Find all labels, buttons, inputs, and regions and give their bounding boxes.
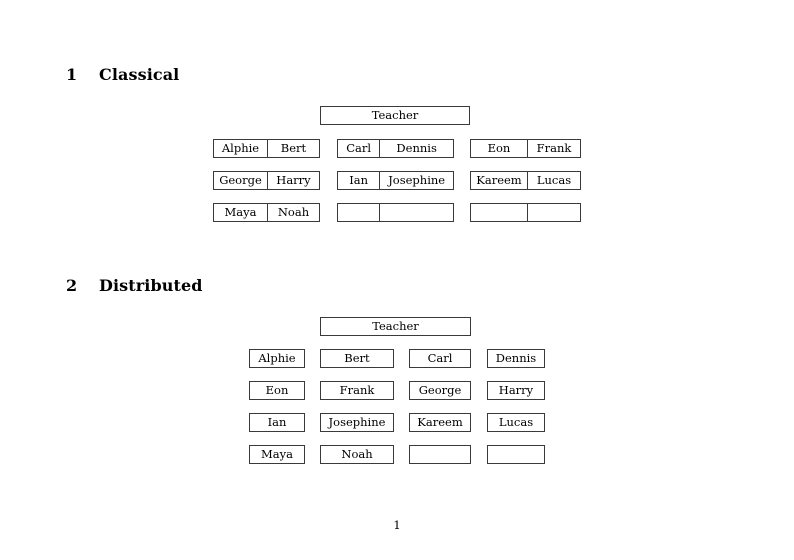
teacher-box-classical[interactable]: Teacher xyxy=(320,106,470,125)
classical-cell[interactable]: Josephine xyxy=(379,172,453,189)
classical-cell-empty[interactable] xyxy=(379,204,453,221)
distributed-box[interactable]: Noah xyxy=(320,445,394,464)
distributed-box[interactable]: Lucas xyxy=(487,413,545,432)
classical-group-2-row-2[interactable]: Ian Josephine xyxy=(337,171,454,190)
distributed-box[interactable]: Eon xyxy=(249,381,305,400)
classical-cell[interactable]: Noah xyxy=(266,204,319,221)
distributed-box[interactable]: Harry xyxy=(487,381,545,400)
distributed-box[interactable]: Frank xyxy=(320,381,394,400)
section-heading-classical: 1 Classical xyxy=(66,65,179,84)
section-heading-distributed: 2 Distributed xyxy=(66,276,203,295)
classical-cell[interactable]: George xyxy=(219,173,262,187)
distributed-box[interactable]: Ian xyxy=(249,413,305,432)
classical-cell[interactable]: Carl xyxy=(346,141,372,155)
section-title: Distributed xyxy=(99,276,203,295)
classical-cell-empty[interactable] xyxy=(471,204,527,221)
classical-cell[interactable]: Eon xyxy=(487,141,511,155)
classical-group-2-row-1[interactable]: Carl Dennis xyxy=(337,139,454,158)
distributed-box[interactable]: Maya xyxy=(249,445,305,464)
classical-cell[interactable]: Dennis xyxy=(379,140,453,157)
classical-cell-empty[interactable] xyxy=(338,204,379,221)
distributed-box[interactable]: Josephine xyxy=(320,413,394,432)
section-number: 2 xyxy=(66,276,78,295)
section-number: 1 xyxy=(66,65,78,84)
classical-cell[interactable]: Harry xyxy=(266,172,319,189)
classical-group-1-row-2[interactable]: George Harry xyxy=(213,171,320,190)
classical-cell[interactable]: Lucas xyxy=(526,172,580,189)
classical-cell-empty[interactable] xyxy=(526,204,580,221)
distributed-box[interactable]: Kareem xyxy=(409,413,471,432)
teacher-box-distributed[interactable]: Teacher xyxy=(320,317,471,336)
classical-group-1-row-1[interactable]: Alphie Bert xyxy=(213,139,320,158)
classical-cell[interactable]: Frank xyxy=(526,140,580,157)
distributed-box[interactable]: Carl xyxy=(409,349,471,368)
distributed-box-empty[interactable] xyxy=(487,445,545,464)
distributed-box[interactable]: Dennis xyxy=(487,349,545,368)
distributed-box[interactable]: Alphie xyxy=(249,349,305,368)
section-title: Classical xyxy=(99,65,180,84)
classical-group-2-row-3[interactable] xyxy=(337,203,454,222)
classical-cell[interactable]: Kareem xyxy=(476,173,522,187)
classical-group-3-row-1[interactable]: Eon Frank xyxy=(470,139,581,158)
page-number: 1 xyxy=(393,518,401,532)
classical-cell[interactable]: Ian xyxy=(349,173,369,187)
distributed-box[interactable]: Bert xyxy=(320,349,394,368)
distributed-box[interactable]: George xyxy=(409,381,471,400)
classical-cell[interactable]: Bert xyxy=(266,140,319,157)
classical-group-3-row-3[interactable] xyxy=(470,203,581,222)
classical-cell[interactable]: Maya xyxy=(224,205,257,219)
classical-group-1-row-3[interactable]: Maya Noah xyxy=(213,203,320,222)
classical-group-3-row-2[interactable]: Kareem Lucas xyxy=(470,171,581,190)
classical-cell[interactable]: Alphie xyxy=(221,141,260,155)
distributed-box-empty[interactable] xyxy=(409,445,471,464)
